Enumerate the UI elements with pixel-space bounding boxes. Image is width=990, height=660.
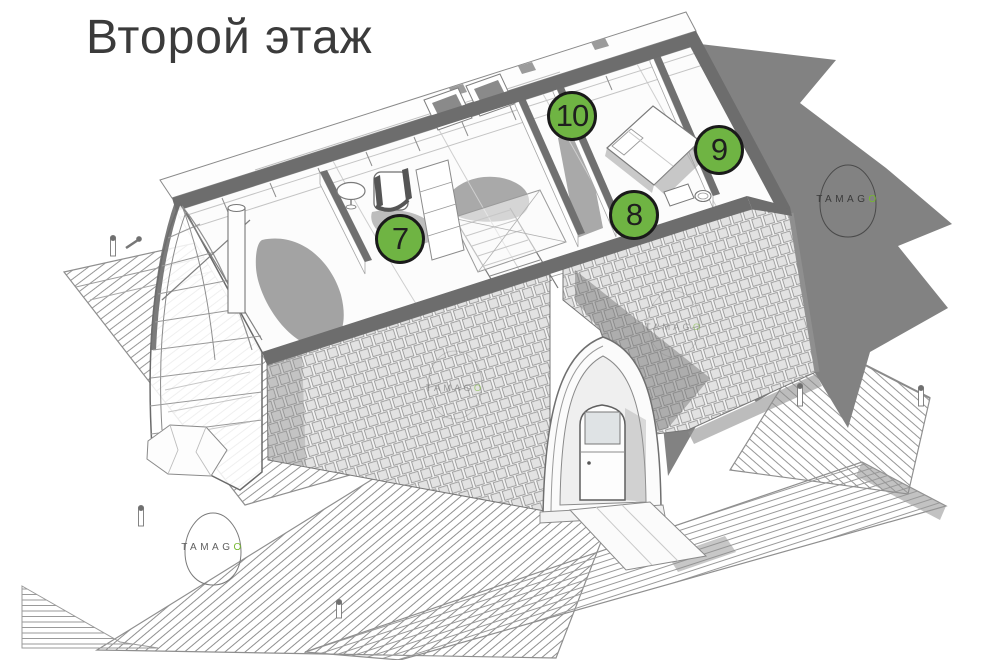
logo-suffix: O — [868, 194, 880, 205]
room-marker-10-label: 10 — [555, 98, 589, 133]
tamago-wordmark: TAMAGO — [793, 194, 903, 205]
room-marker-7: 7 — [375, 214, 425, 264]
entrance-door — [579, 404, 626, 501]
tamago-wordmark: TAMAGO — [158, 542, 268, 553]
bollard-lights — [109, 234, 925, 619]
shingle-watermark: TAMAGO — [426, 383, 484, 394]
room-marker-8: 8 — [609, 190, 659, 240]
shingle-wall-left: TAMAGO — [266, 273, 551, 513]
armchair — [373, 168, 412, 212]
tamago-logo-shadow: TAMAGO — [793, 145, 903, 257]
shingle-watermark: TAMAGO — [645, 322, 703, 333]
egg-outline-icon — [184, 512, 242, 586]
door-window — [584, 411, 621, 445]
logo-prefix: TAMAG — [816, 194, 869, 205]
shelf-unit — [415, 159, 465, 261]
room-marker-10: 10 — [547, 91, 597, 141]
room-marker-7-label: 7 — [391, 221, 409, 256]
furniture — [336, 73, 712, 305]
room-marker-9-label: 9 — [710, 132, 728, 167]
tamago-logo-deck: TAMAGO — [158, 493, 268, 605]
room-marker-8-label: 8 — [625, 197, 643, 232]
staircase — [451, 189, 567, 305]
site-objects — [109, 234, 925, 619]
deck-wedge — [21, 585, 159, 649]
page-title: Второй этаж — [86, 11, 373, 64]
back-wall-glazing — [177, 50, 707, 232]
entrance-porch — [539, 336, 708, 571]
egg-outline-icon — [819, 164, 877, 238]
back-wall-top — [172, 31, 700, 211]
boulder — [146, 424, 228, 477]
door-handle — [587, 461, 591, 465]
bathroom-fixtures — [663, 183, 712, 207]
partition-wall — [319, 170, 372, 275]
chimney — [227, 203, 246, 314]
logo-suffix: O — [233, 542, 245, 553]
room-marker-9: 9 — [694, 125, 744, 175]
entrance-ramp — [568, 501, 708, 571]
table — [336, 181, 366, 210]
logo-prefix: TAMAG — [181, 542, 234, 553]
right-roof-edge — [685, 31, 790, 213]
